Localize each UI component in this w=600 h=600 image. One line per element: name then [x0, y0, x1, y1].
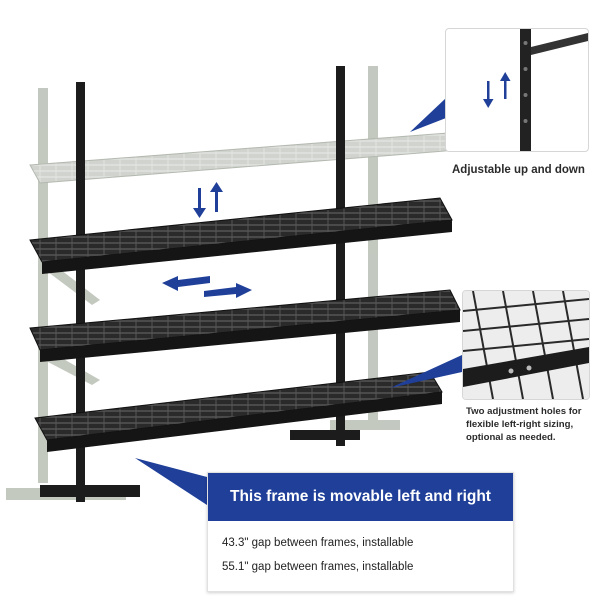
- inset-height-detail: [445, 28, 589, 152]
- horizontal-arrows: [162, 276, 252, 298]
- frame-info-card: This frame is movable left and right 43.…: [207, 472, 514, 592]
- info-card-title: This frame is movable left and right: [208, 473, 513, 521]
- vertical-arrows: [193, 182, 223, 218]
- caption-holes: Two adjustment holes for flexible left-r…: [466, 406, 582, 443]
- pointer-mid: [390, 355, 462, 388]
- dark-frame: [40, 66, 360, 502]
- gap-option-2: 55.1" gap between frames, installable: [222, 561, 414, 573]
- shelf-3: [34, 371, 443, 452]
- pointer-card: [135, 458, 207, 505]
- pointer-top: [410, 98, 446, 132]
- inset-holes-detail: [462, 290, 590, 400]
- shelf-1: [29, 197, 453, 274]
- holes-detail-image: [463, 291, 589, 399]
- upright-detail-image: [483, 29, 588, 151]
- shelf-2: [29, 289, 461, 362]
- up-down-arrows-icon: [483, 72, 511, 108]
- caption-adjustable: Adjustable up and down: [452, 164, 585, 176]
- gap-option-1: 43.3" gap between frames, installable: [222, 537, 414, 549]
